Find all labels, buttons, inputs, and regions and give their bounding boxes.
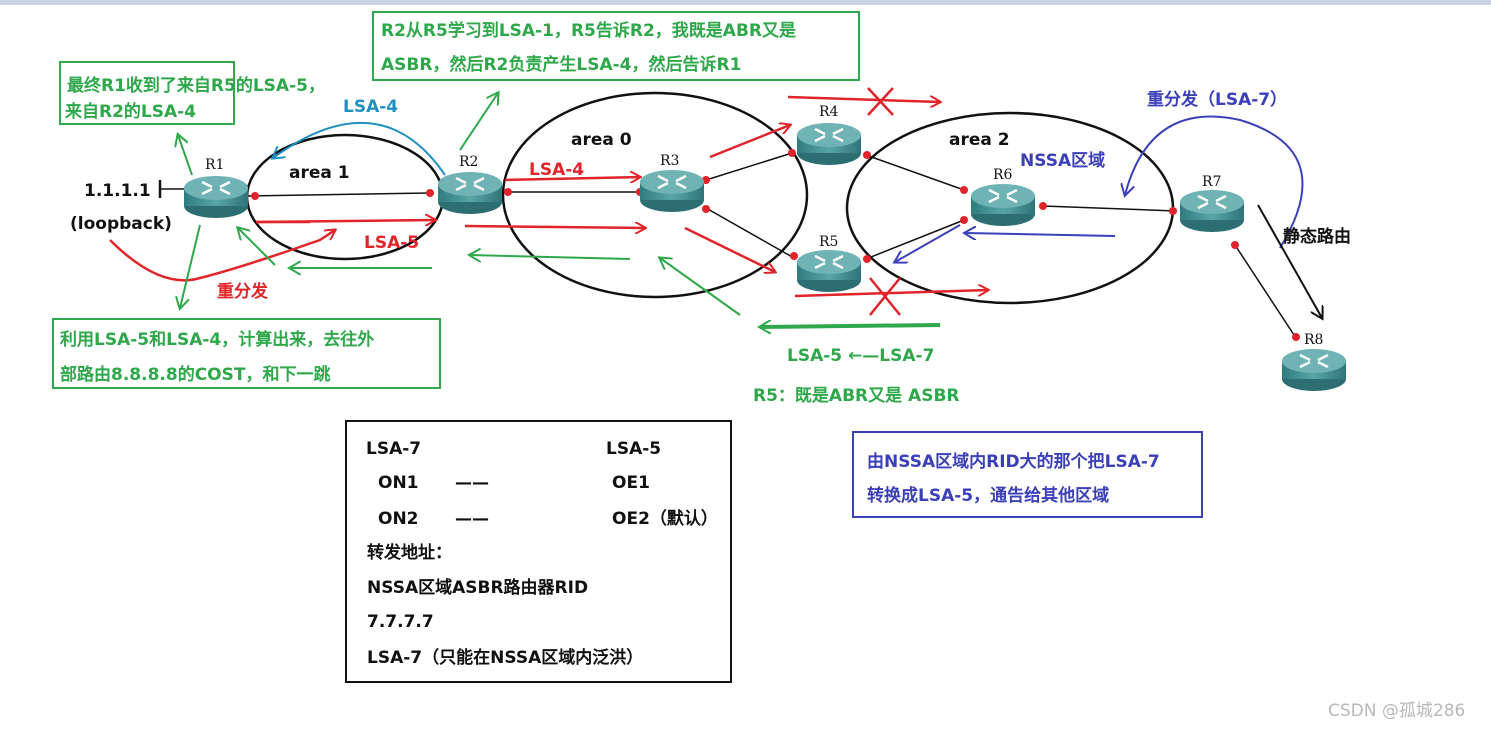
svg-text:——: —— bbox=[455, 509, 489, 529]
router-r2[interactable]: R2 bbox=[436, 154, 504, 216]
svg-text:由NSSA区域内RID大的那个把LSA-7: 由NSSA区域内RID大的那个把LSA-7 bbox=[867, 451, 1160, 472]
red-arrows bbox=[109, 87, 988, 316]
interface-dots bbox=[251, 149, 1300, 341]
router-r3[interactable]: R3 bbox=[638, 153, 706, 214]
svg-text:最终R1收到了来自R5的LSA-5，: 最终R1收到了来自R5的LSA-5， bbox=[67, 75, 325, 96]
area1-label: area 1 bbox=[289, 163, 350, 183]
note-bottom-left: 利用LSA-5和LSA-4，计算出来，去往外 部路由8.8.8.8的COST，和… bbox=[52, 318, 441, 389]
nssa-label: NSSA区域 bbox=[1020, 150, 1105, 171]
svg-text:LSA-5: LSA-5 bbox=[606, 439, 661, 459]
lsa4-arc-arrow bbox=[273, 121, 446, 176]
lsa4-red-label: LSA-4 bbox=[529, 160, 584, 180]
svg-text:OE2（默认）: OE2（默认） bbox=[612, 508, 718, 529]
router-label: R5 bbox=[819, 234, 838, 250]
lsa7-arrow bbox=[895, 224, 961, 262]
router-r8[interactable]: R8 bbox=[1280, 332, 1348, 393]
router-r4[interactable]: R4 bbox=[795, 104, 863, 167]
router-label: R6 bbox=[993, 167, 1013, 183]
svg-text:来自R2的LSA-4: 来自R2的LSA-4 bbox=[64, 101, 196, 122]
watermark: CSDN @孤城286 bbox=[1328, 701, 1465, 721]
lsa5-from-lsa7-label: LSA-5 ←—LSA-7 bbox=[787, 346, 934, 366]
static-route-label: 静态路由 bbox=[1283, 226, 1351, 247]
lsa7-arrow bbox=[965, 233, 1116, 236]
svg-text:转换成LSA-5，通告给其他区域: 转换成LSA-5，通告给其他区域 bbox=[867, 485, 1109, 506]
top-bar bbox=[0, 0, 1491, 5]
svg-text:ASBR，然后R2负责产生LSA-4，然后告诉R1: ASBR，然后R2负责产生LSA-4，然后告诉R1 bbox=[381, 54, 741, 75]
router-r5[interactable]: R5 bbox=[795, 234, 863, 294]
redistribute-arc-arrow bbox=[1125, 115, 1304, 249]
redistribute-lsa7-label: 重分发（LSA-7） bbox=[1147, 89, 1287, 110]
area0-boundary bbox=[501, 91, 809, 299]
router-r1[interactable]: R1 bbox=[182, 157, 250, 220]
router-label: R3 bbox=[660, 153, 679, 169]
loopback-label: (loopback) bbox=[70, 214, 172, 234]
svg-text:LSA-7（只能在NSSA区域内泛洪）: LSA-7（只能在NSSA区域内泛洪） bbox=[367, 647, 643, 668]
router-r6[interactable]: R6 bbox=[969, 167, 1037, 228]
svg-text:ON1: ON1 bbox=[378, 473, 419, 493]
svg-text:R2从R5学习到LSA-1，R5告诉R2，我既是ABR又是: R2从R5学习到LSA-1，R5告诉R2，我既是ABR又是 bbox=[381, 20, 796, 41]
svg-text:部路由8.8.8.8的COST，和下一跳: 部路由8.8.8.8的COST，和下一跳 bbox=[60, 364, 330, 385]
router-label: R1 bbox=[205, 157, 224, 173]
lsa5-red-label: LSA-5 bbox=[364, 233, 419, 253]
redistribute-label: 重分发 bbox=[217, 281, 269, 302]
note-top: R2从R5学习到LSA-1，R5告诉R2，我既是ABR又是 ASBR，然后R2负… bbox=[372, 11, 860, 81]
note-left: 最终R1收到了来自R5的LSA-5， 来自R2的LSA-4 bbox=[59, 61, 325, 125]
note-blue: 由NSSA区域内RID大的那个把LSA-7 转换成LSA-5，通告给其他区域 bbox=[852, 431, 1203, 518]
svg-text:7.7.7.7: 7.7.7.7 bbox=[367, 612, 434, 632]
router-label: R2 bbox=[459, 154, 478, 170]
router-r7[interactable]: R7 bbox=[1178, 174, 1246, 234]
svg-text:LSA-7: LSA-7 bbox=[366, 439, 421, 459]
svg-text:ON2: ON2 bbox=[378, 509, 419, 529]
svg-text:转发地址：: 转发地址： bbox=[367, 542, 452, 563]
svg-text:——: —— bbox=[455, 473, 489, 493]
lsa-type-legend: LSA-7 LSA-5 ON1 —— OE1 ON2 —— OE2（默认） 转发… bbox=[345, 420, 732, 683]
router-label: R4 bbox=[819, 104, 839, 120]
loopback-ip: 1.1.1.1 bbox=[84, 181, 151, 201]
area2-label: area 2 bbox=[949, 130, 1010, 150]
links bbox=[158, 152, 1297, 339]
svg-text:NSSA区域ASBR路由器RID: NSSA区域ASBR路由器RID bbox=[367, 577, 588, 598]
area0-label: area 0 bbox=[571, 130, 632, 150]
static-route-arrow bbox=[1257, 204, 1322, 318]
r5-role-label: R5：既是ABR又是 ASBR bbox=[753, 386, 960, 406]
router-label: R8 bbox=[1304, 332, 1323, 348]
svg-text:OE1: OE1 bbox=[612, 473, 650, 493]
green-arrows bbox=[178, 93, 941, 327]
lsa4-blue-label: LSA-4 bbox=[343, 97, 398, 117]
svg-text:利用LSA-5和LSA-4，计算出来，去往外: 利用LSA-5和LSA-4，计算出来，去往外 bbox=[60, 329, 374, 350]
router-label: R7 bbox=[1202, 174, 1221, 190]
